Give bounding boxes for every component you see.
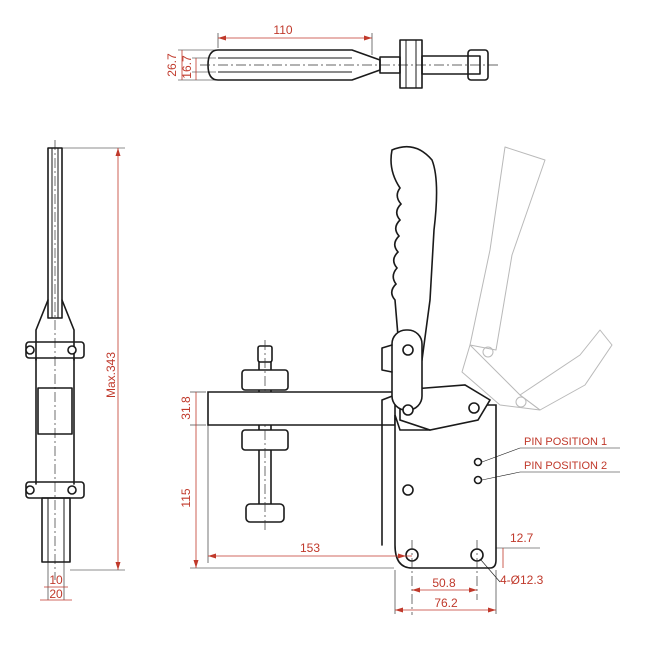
top-dim-arrow-right xyxy=(364,35,372,41)
pivot-pin-link xyxy=(468,402,480,414)
base-frame xyxy=(394,404,497,569)
side-view: Max.343 10 20 xyxy=(25,140,125,601)
arm-length-arrow-left xyxy=(208,553,216,559)
arm-length-arrow-right xyxy=(398,553,406,559)
side-width-large-dimension: 20 xyxy=(49,587,63,601)
pin-position-1-label: PIN POSITION 1 xyxy=(524,436,607,448)
side-vdim-arrow-bottom xyxy=(115,562,121,570)
pin-position-2-label: PIN POSITION 2 xyxy=(524,460,607,472)
arm-height-dimension: 31.8 xyxy=(179,396,193,420)
pin-1-leader xyxy=(481,447,521,463)
hole-callout-dimension: 4-Ø12.3 xyxy=(500,573,544,587)
hole-callout-leader xyxy=(480,559,501,583)
ghost-arm xyxy=(519,329,613,411)
ghost-link xyxy=(461,344,541,411)
top-view: 110 26.7 16.7 xyxy=(165,23,500,89)
top-view-nut xyxy=(467,49,489,81)
top-height-outer-dimension: 26.7 xyxy=(165,53,179,77)
ghost-pin-1 xyxy=(482,346,494,358)
arm-length-dimension: 153 xyxy=(300,541,320,555)
side-max-height-dimension: Max.343 xyxy=(104,352,118,398)
base-width-arrow-left xyxy=(395,607,403,613)
handle-tab xyxy=(381,344,393,373)
side-view-pin-lower-right xyxy=(67,485,77,495)
main-handle xyxy=(390,145,438,361)
bar-height-dimension: 115 xyxy=(179,488,193,507)
clamp-arm xyxy=(207,391,396,426)
ghost-handle xyxy=(469,146,546,351)
hole-spacing-dimension: 50.8 xyxy=(432,576,456,590)
side-view-pin-upper-right xyxy=(67,345,77,355)
front-view: PIN POSITION 1 PIN POSITION 2 31.8 115 1… xyxy=(179,145,620,615)
side-view-base xyxy=(41,497,71,563)
hole-offset-dimension: 12.7 xyxy=(510,531,534,545)
top-view-handle xyxy=(207,49,381,81)
top-view-spindle xyxy=(421,55,481,75)
top-height-inner-dimension: 16.7 xyxy=(180,55,194,79)
side-view-body-block xyxy=(37,387,73,435)
top-dim-arrow-left xyxy=(218,35,226,41)
top-view-block xyxy=(399,39,423,89)
pivot-pin-top xyxy=(402,344,414,356)
hole-spacing-arrow-left xyxy=(412,587,420,593)
side-view-pin-upper-left xyxy=(25,345,35,355)
pin-position-1-hole xyxy=(473,457,483,467)
side-width-small-dimension: 10 xyxy=(49,573,63,587)
pin-2-leader xyxy=(481,471,521,481)
top-length-dimension: 110 xyxy=(273,23,292,37)
hole-spacing-arrow-right xyxy=(469,587,477,593)
pin-position-2-hole xyxy=(473,475,483,485)
pivot-pin-middle xyxy=(402,404,414,416)
side-view-pin-lower-left xyxy=(25,485,35,495)
base-width-dimension: 76.2 xyxy=(434,596,458,610)
pivot-pin-lower xyxy=(402,484,414,496)
handle-lever xyxy=(391,329,423,411)
bar-vdim-arrow-bottom xyxy=(193,560,199,568)
ghost-pin-2 xyxy=(515,396,527,408)
base-width-arrow-right xyxy=(488,607,496,613)
side-view-handle xyxy=(47,147,63,319)
side-vdim-arrow-top xyxy=(115,148,121,156)
